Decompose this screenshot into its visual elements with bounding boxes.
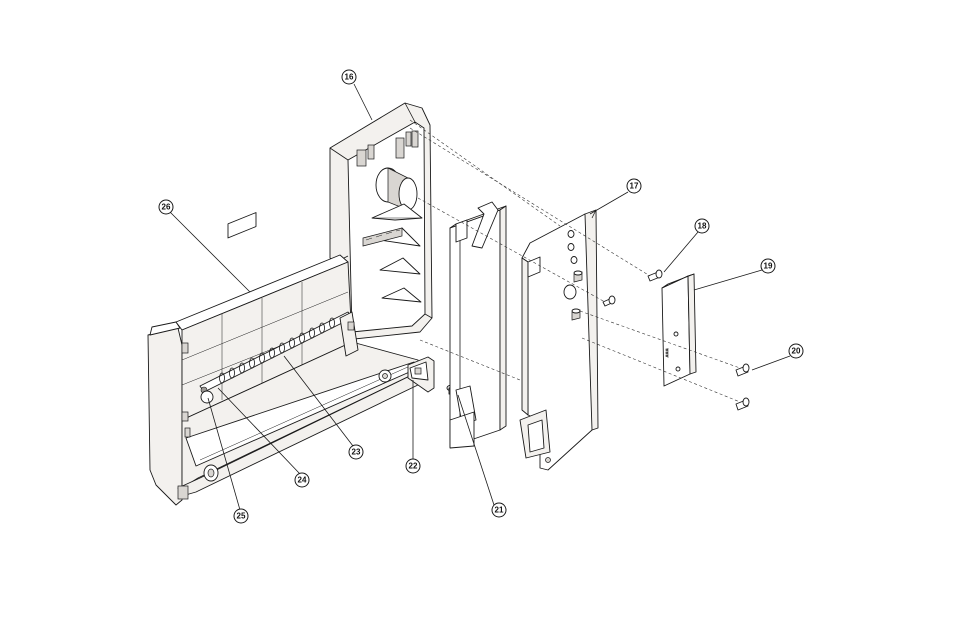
callout-25: 25	[234, 509, 248, 523]
gasket-strip-part-21	[450, 202, 506, 448]
callout-23-label: 23	[352, 448, 361, 457]
callout-21-label: 21	[495, 506, 504, 515]
bracket-part-17	[520, 210, 598, 470]
callout-25-label: 25	[237, 512, 246, 521]
callout-16-label: 16	[345, 73, 354, 82]
callout-19: 19	[761, 259, 775, 273]
callout-24-label: 24	[298, 476, 307, 485]
callout-24: 24	[295, 473, 309, 487]
callout-23: 23	[349, 445, 363, 459]
callout-18: 18	[695, 219, 709, 233]
callout-22-label: 22	[409, 462, 418, 471]
callout-22: 22	[406, 459, 420, 473]
callout-20-label: 20	[792, 347, 801, 356]
screw-part-18	[648, 270, 662, 281]
callout-16: 16	[342, 70, 356, 84]
callout-19-label: 19	[764, 262, 773, 271]
callout-18-label: 18	[698, 222, 707, 231]
plate-part-19	[662, 274, 696, 386]
screw-middle-1	[603, 296, 615, 306]
callout-21: 21	[492, 503, 506, 517]
callout-26-label: 26	[162, 203, 171, 212]
screws-part-20	[736, 364, 749, 410]
callout-20: 20	[789, 344, 803, 358]
callout-17-label: 17	[630, 182, 639, 191]
callout-17: 17	[627, 179, 641, 193]
callout-26: 26	[159, 200, 173, 214]
